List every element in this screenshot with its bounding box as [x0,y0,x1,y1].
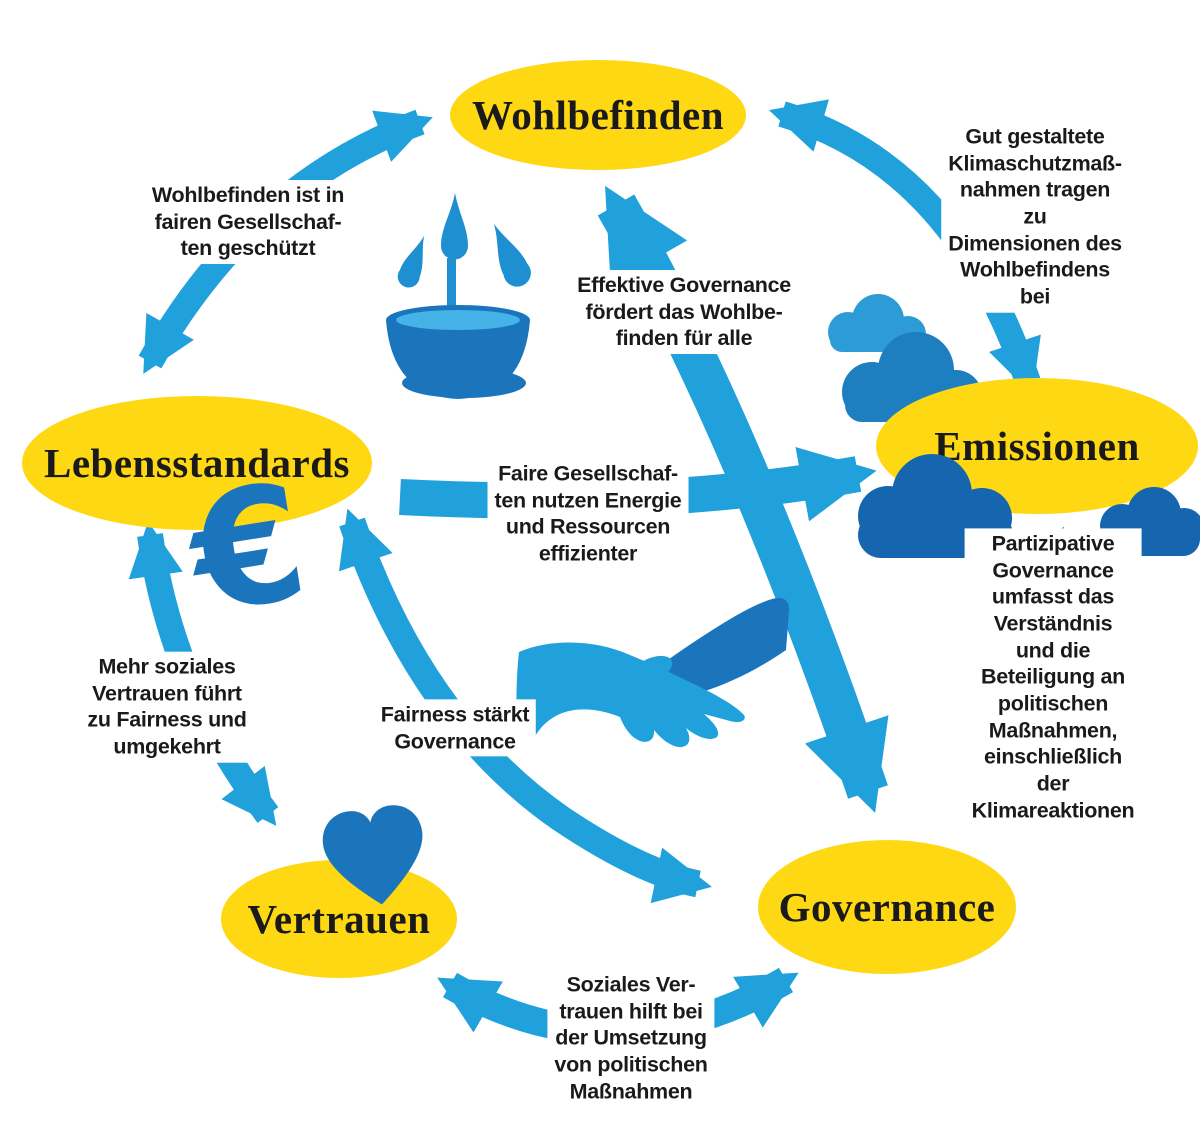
svg-text:€: € [175,447,318,650]
edge-label-lebensstandards-governance: Fairness stärkt Governance [373,699,537,757]
arrow-emissionen-wohlbefinden [768,99,1041,395]
handshake-icon [516,598,790,748]
edge-label-vertrauen-lebensstandards: Mehr soziales Vertrauen führt zu Fairnes… [80,651,254,763]
node-governance: Governance [758,840,1016,974]
arrow-lebensstandards-governance [339,508,712,904]
node-lebensstandards: Lebensstandards [22,396,372,530]
node-wohlbefinden: Wohlbefinden [450,60,746,170]
fountain-icon [386,193,531,399]
edge-label-lebensstandards-wohlbefinden: Wohlbefinden ist in fairen Gesellschaf- … [144,180,352,264]
node-vertrauen: Vertrauen [221,860,457,978]
heart-icon [322,805,423,905]
edge-label-emissionen-wohlbefinden: Gut gestaltete Klimaschutzmaß- nahmen tr… [941,121,1129,313]
edge-label-governance-wohlbefinden: Effektive Governance fördert das Wohlbe-… [570,270,798,354]
edge-label-vertrauen-governance: Soziales Ver- trauen hilft bei der Umset… [547,969,715,1107]
edge-label-emissionen-governance: Partizipative Governance umfasst das Ver… [964,528,1142,826]
euro-icon: € [175,447,318,650]
edge-label-lebensstandards-emissionen: Faire Gesellschaf- ten nutzen Energie un… [487,458,689,570]
